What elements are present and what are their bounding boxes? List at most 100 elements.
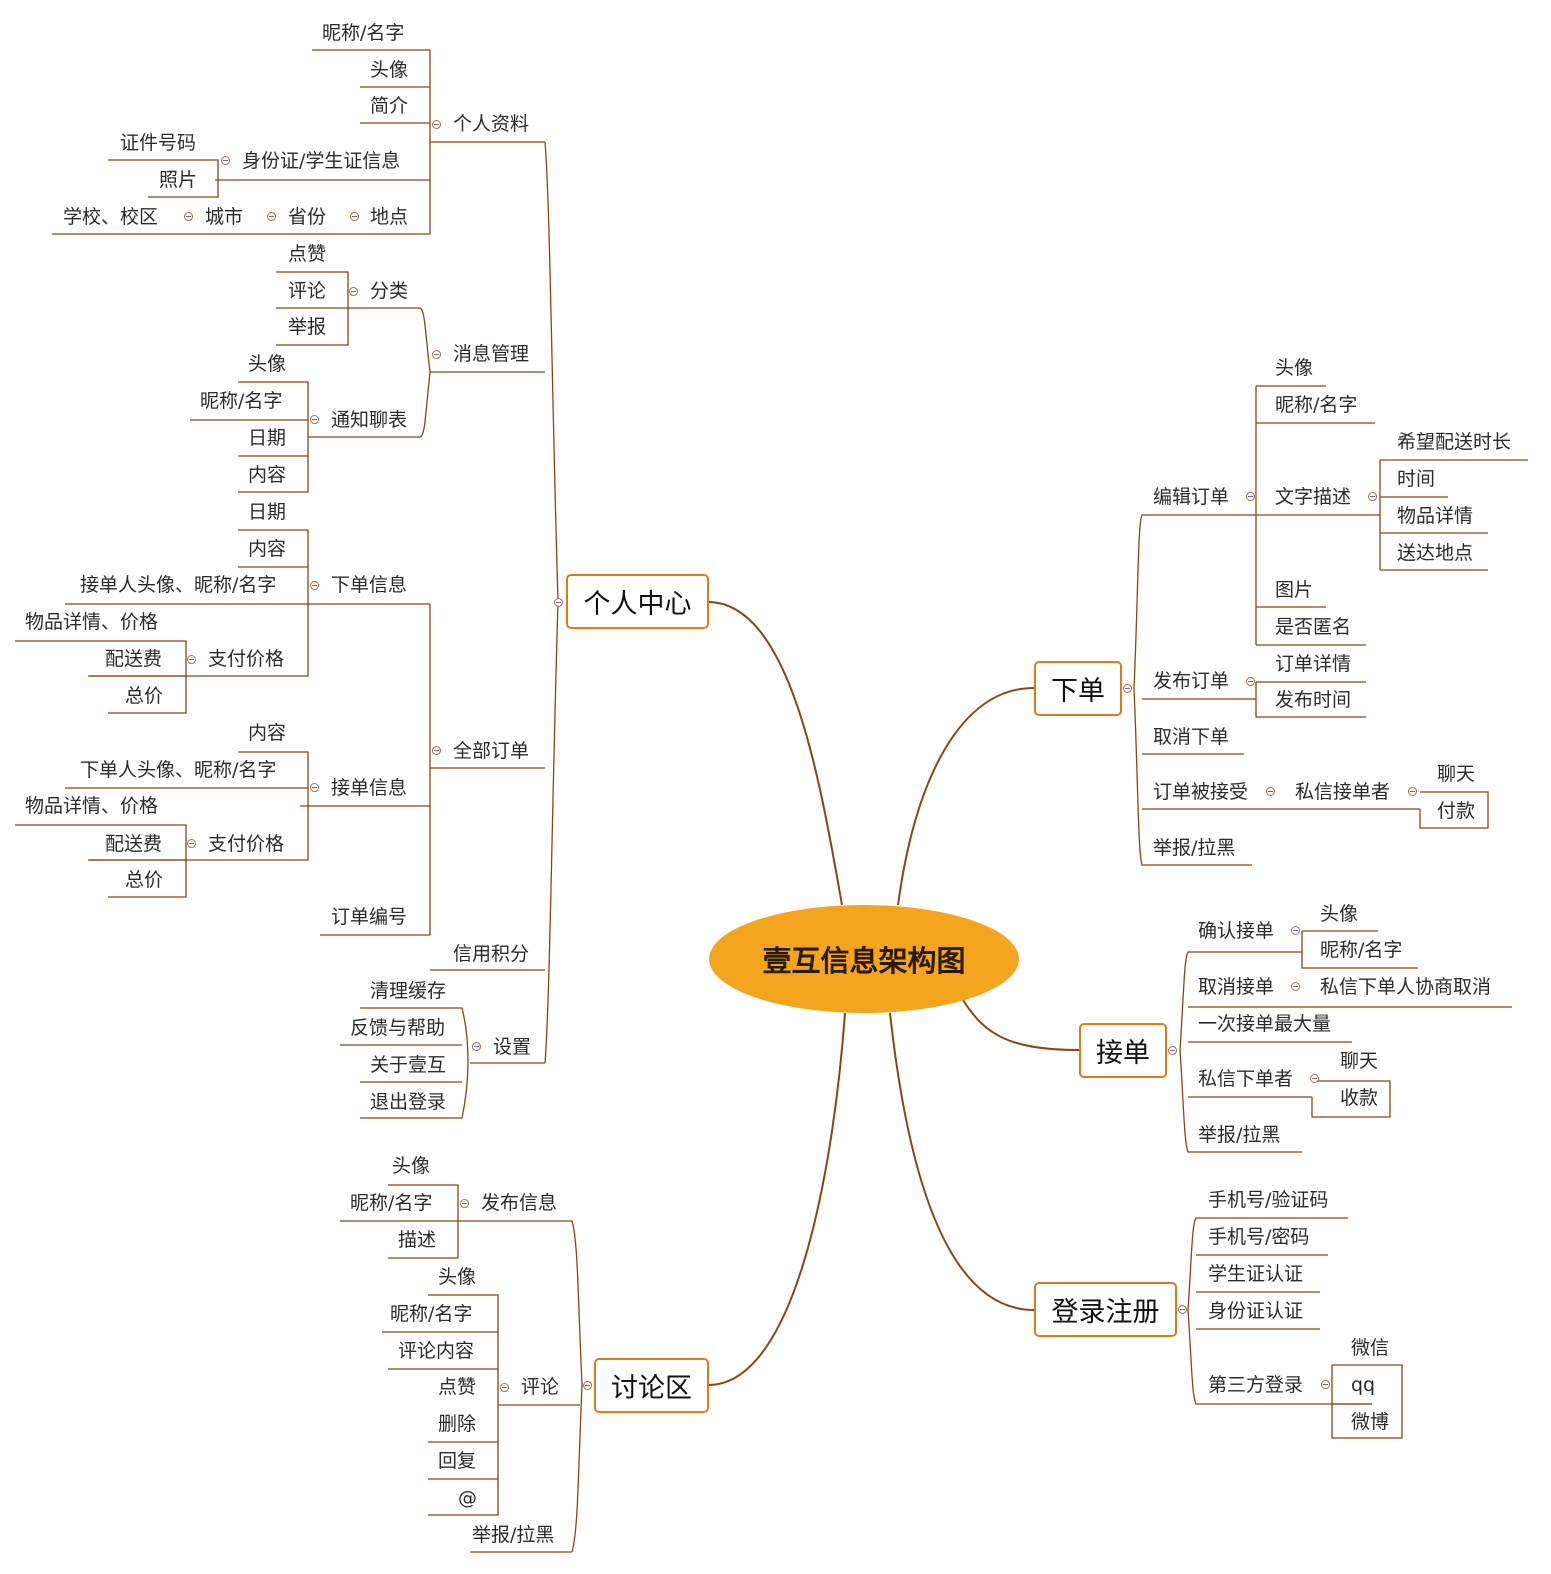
node[interactable]: 举报/拉黑 — [1153, 837, 1236, 859]
collapse-icon[interactable] — [1123, 684, 1132, 693]
node-pay[interactable]: 支付价格 — [208, 833, 285, 855]
node[interactable]: 举报/拉黑 — [472, 1524, 555, 1546]
collapse-icon[interactable] — [187, 839, 196, 848]
node[interactable]: 微博 — [1351, 1411, 1390, 1433]
node[interactable]: 下单人头像、昵称/名字 — [80, 759, 277, 781]
node[interactable]: 手机号/验证码 — [1208, 1189, 1329, 1211]
node[interactable]: 是否匿名 — [1275, 616, 1352, 638]
node[interactable]: 昵称/名字 — [322, 22, 405, 44]
node-edit[interactable]: 编辑订单 — [1153, 486, 1230, 508]
collapse-icon[interactable] — [460, 1199, 469, 1208]
collapse-icon[interactable] — [472, 1042, 481, 1051]
node[interactable]: 删除 — [438, 1413, 477, 1435]
node[interactable]: 物品详情、价格 — [25, 611, 159, 633]
node[interactable]: 学生证认证 — [1208, 1263, 1304, 1285]
node-profile[interactable]: 个人资料 — [453, 113, 530, 135]
collapse-icon[interactable] — [1408, 787, 1417, 796]
node[interactable]: 送达地点 — [1397, 542, 1474, 564]
collapse-icon[interactable] — [310, 581, 319, 590]
node[interactable]: 昵称/名字 — [1275, 394, 1358, 416]
topic-login[interactable]: 登录注册 — [1034, 1282, 1177, 1337]
node[interactable]: 评论 — [288, 280, 327, 302]
node[interactable]: 聊天 — [1437, 763, 1476, 785]
node[interactable]: 描述 — [398, 1229, 437, 1251]
node[interactable]: 取消下单 — [1153, 726, 1230, 748]
collapse-icon[interactable] — [1246, 492, 1255, 501]
node[interactable]: 订单详情 — [1275, 653, 1352, 675]
node-pay[interactable]: 支付价格 — [208, 648, 285, 670]
collapse-icon[interactable] — [221, 156, 230, 165]
node[interactable]: 总价 — [125, 869, 164, 891]
node[interactable]: 证件号码 — [120, 132, 197, 154]
node[interactable]: 清理缓存 — [370, 980, 447, 1002]
node[interactable]: 收款 — [1340, 1087, 1379, 1109]
collapse-icon[interactable] — [1321, 1380, 1330, 1389]
node[interactable]: 学校、校区 — [63, 206, 159, 228]
node[interactable]: 总价 — [125, 685, 164, 707]
node[interactable]: 昵称/名字 — [390, 1303, 473, 1325]
collapse-icon[interactable] — [1291, 926, 1300, 935]
collapse-icon[interactable] — [1291, 982, 1300, 991]
node[interactable]: 昵称/名字 — [200, 390, 283, 412]
node-third-party[interactable]: 第三方登录 — [1208, 1374, 1304, 1396]
topic-personal-center[interactable]: 个人中心 — [566, 574, 709, 629]
node-credit[interactable]: 信用积分 — [453, 943, 530, 965]
node[interactable]: 回复 — [438, 1450, 477, 1472]
node[interactable]: 配送费 — [105, 648, 163, 670]
node-comment[interactable]: 评论 — [521, 1376, 560, 1398]
root-topic[interactable]: 壹互信息架构图 — [709, 905, 1019, 1013]
node[interactable]: 聊天 — [1340, 1050, 1379, 1072]
collapse-icon[interactable] — [350, 212, 359, 221]
collapse-icon[interactable] — [1368, 492, 1377, 501]
node[interactable]: 省份 — [288, 206, 327, 228]
node[interactable]: 内容 — [248, 464, 287, 486]
node[interactable]: 身份证认证 — [1208, 1300, 1304, 1322]
node[interactable]: 日期 — [248, 427, 287, 449]
node[interactable]: 手机号/密码 — [1208, 1226, 1310, 1248]
node[interactable]: 希望配送时长 — [1397, 431, 1512, 453]
node[interactable]: qq — [1351, 1374, 1376, 1396]
node[interactable]: 点赞 — [288, 243, 327, 265]
node[interactable]: 头像 — [438, 1266, 477, 1288]
collapse-icon[interactable] — [1266, 787, 1275, 796]
node[interactable]: @ — [458, 1487, 477, 1509]
collapse-icon[interactable] — [432, 350, 441, 359]
node-accepted[interactable]: 订单被接受 — [1153, 781, 1249, 803]
node-category[interactable]: 分类 — [370, 280, 409, 302]
node[interactable]: 物品详情、价格 — [25, 795, 159, 817]
collapse-icon[interactable] — [1246, 677, 1255, 686]
topic-take-order[interactable]: 接单 — [1079, 1023, 1167, 1078]
node[interactable]: 头像 — [1320, 903, 1359, 925]
node-publish[interactable]: 发布订单 — [1153, 670, 1230, 692]
node[interactable]: 物品详情 — [1397, 505, 1474, 527]
node-text[interactable]: 文字描述 — [1275, 486, 1352, 508]
collapse-icon[interactable] — [184, 212, 193, 221]
node[interactable]: 简介 — [370, 95, 409, 117]
collapse-icon[interactable] — [583, 1381, 592, 1390]
node[interactable]: 举报/拉黑 — [1198, 1124, 1281, 1146]
collapse-icon[interactable] — [310, 415, 319, 424]
node[interactable]: 关于壹互 — [370, 1054, 447, 1076]
node-orders[interactable]: 全部订单 — [453, 740, 530, 762]
node-post[interactable]: 发布信息 — [481, 1192, 558, 1214]
node[interactable]: 内容 — [248, 538, 287, 560]
node[interactable]: 照片 — [159, 169, 198, 191]
node[interactable]: 订单编号 — [331, 906, 408, 928]
collapse-icon[interactable] — [432, 120, 441, 129]
node-dm[interactable]: 私信接单者 — [1295, 781, 1391, 803]
node[interactable]: 头像 — [392, 1155, 431, 1177]
collapse-icon[interactable] — [1178, 1305, 1187, 1314]
node[interactable]: 发布时间 — [1275, 689, 1352, 711]
topic-discussion[interactable]: 讨论区 — [594, 1358, 709, 1413]
node-cancel[interactable]: 取消接单 — [1198, 976, 1275, 998]
node[interactable]: 反馈与帮助 — [350, 1017, 446, 1039]
node[interactable]: 付款 — [1437, 800, 1476, 822]
node-settings[interactable]: 设置 — [493, 1036, 532, 1058]
node[interactable]: 城市 — [205, 206, 244, 228]
node-placed[interactable]: 下单信息 — [331, 574, 408, 596]
node[interactable]: 昵称/名字 — [1320, 939, 1403, 961]
node[interactable]: 头像 — [1275, 357, 1314, 379]
node[interactable]: 私信下单人协商取消 — [1320, 976, 1492, 998]
collapse-icon[interactable] — [1168, 1046, 1177, 1055]
node[interactable]: 图片 — [1275, 579, 1314, 601]
